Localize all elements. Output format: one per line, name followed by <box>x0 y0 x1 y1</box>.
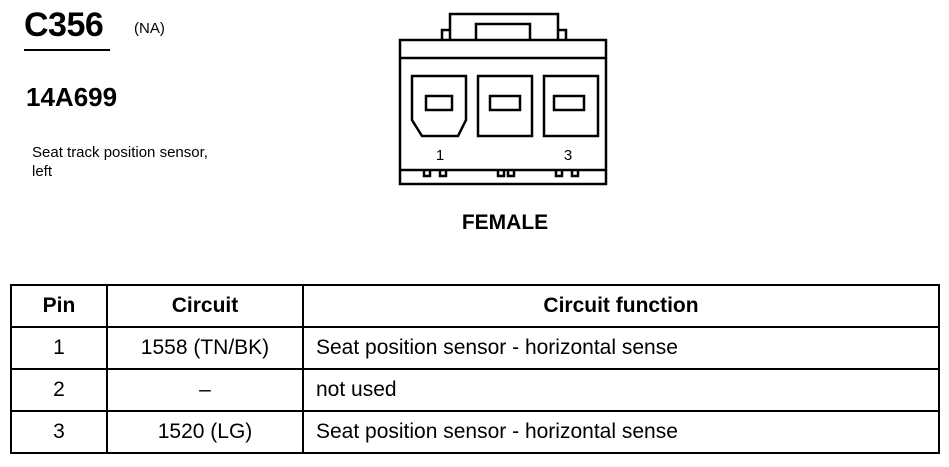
description-line-1: Seat track position sensor, <box>32 144 208 161</box>
cavity-1 <box>410 74 468 138</box>
cavity-2 <box>476 74 534 138</box>
header-circuit-function: Circuit function <box>302 284 940 328</box>
cavity-3 <box>542 74 600 138</box>
connector-gender-label: FEMALE <box>461 211 549 234</box>
table-header-row: Pin Circuit Circuit function <box>10 284 940 328</box>
connector-latch <box>448 12 560 40</box>
function-cell: Seat position sensor - horizontal sense <box>302 410 940 454</box>
cavity-label-3: 3 <box>564 147 572 164</box>
function-cell: Seat position sensor - horizontal sense <box>302 326 940 370</box>
description-line-2: left <box>32 163 53 180</box>
connector-id-underline <box>24 49 110 51</box>
connector-body <box>398 38 608 186</box>
circuit-cell: 1558 (TN/BK) <box>106 326 304 370</box>
table-row: 2 – not used <box>10 368 940 412</box>
header-circuit: Circuit <box>106 284 304 328</box>
pinout-table: Pin Circuit Circuit function 1 1558 (TN/… <box>10 284 940 454</box>
connector-face-diagram: 1 3 <box>398 12 608 186</box>
circuit-cell: – <box>106 368 304 412</box>
table-row: 1 1558 (TN/BK) Seat position sensor - ho… <box>10 326 940 370</box>
header-pin: Pin <box>10 284 108 328</box>
table-row: 3 1520 (LG) Seat position sensor - horiz… <box>10 410 940 454</box>
pin-cell: 3 <box>10 410 108 454</box>
pin-cell: 2 <box>10 368 108 412</box>
pin-cell: 1 <box>10 326 108 370</box>
circuit-cell: 1520 (LG) <box>106 410 304 454</box>
part-number: 14A699 <box>26 82 118 112</box>
cavity-label-1: 1 <box>436 147 444 164</box>
connector-id: C356 <box>24 6 104 44</box>
connector-description: Seat track position sensor, left <box>32 143 272 181</box>
connector-variant: (NA) <box>134 20 165 37</box>
function-cell: not used <box>302 368 940 412</box>
